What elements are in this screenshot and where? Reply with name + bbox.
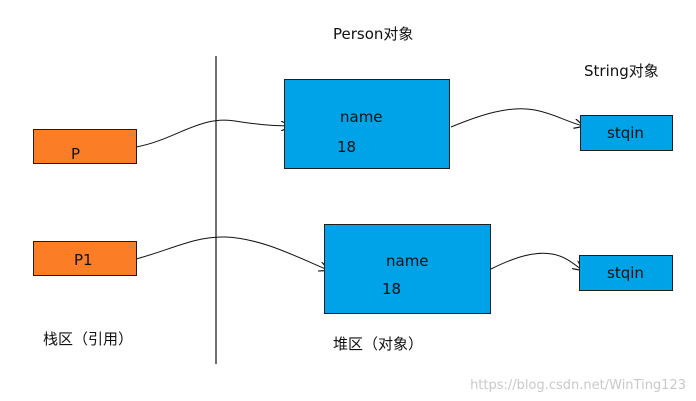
- stack-area-label: 栈区（引用）: [43, 330, 134, 348]
- string-object-1: [580, 115, 673, 151]
- arrow-person-to-string: [450, 108, 583, 127]
- stack-ref-p: [33, 129, 137, 164]
- heap-area-label: 堆区（对象）: [333, 335, 424, 353]
- arrow-person2-to-string2: [490, 252, 582, 270]
- stack-ref-p1: [33, 241, 137, 276]
- watermark-text: https://blog.csdn.net/WinTing123: [470, 378, 686, 393]
- person-object-2: [324, 224, 491, 314]
- person-object-2-field: name: [386, 252, 429, 270]
- string-object-1-text: stqin: [607, 124, 644, 142]
- string-object-label: String对象: [584, 62, 659, 80]
- person-object-1-value: 18: [337, 138, 357, 156]
- string-object-2-text: stqin: [607, 264, 644, 282]
- arrow-p-to-person: [135, 119, 290, 148]
- person-object-1: [284, 79, 450, 169]
- person-object-1-field: name: [340, 108, 383, 126]
- string-object-2: [579, 255, 673, 291]
- person-object-label: Person对象: [333, 25, 414, 43]
- stack-ref-p1-label: P1: [74, 251, 93, 269]
- arrow-p1-to-person2: [135, 236, 328, 270]
- person-object-2-value: 18: [382, 280, 402, 298]
- stack-ref-p-label: P: [71, 145, 81, 163]
